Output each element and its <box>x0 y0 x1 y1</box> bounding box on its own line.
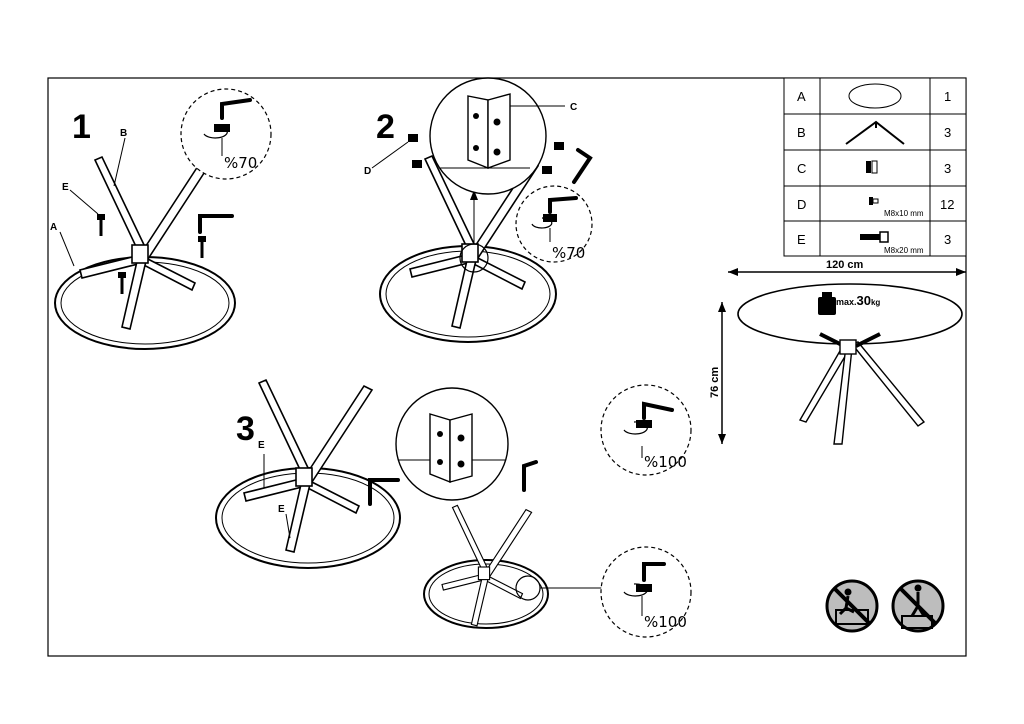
step-1-number: 1 <box>72 108 91 146</box>
short-screw-icon <box>869 197 879 205</box>
screw-d <box>408 134 564 174</box>
assembled-legs <box>798 332 926 445</box>
parts-row-a: A 1 <box>797 83 951 109</box>
parts-row-b: B 3 <box>797 120 951 145</box>
parts-row-c: C 3 <box>797 160 951 176</box>
svg-text:3: 3 <box>944 232 951 247</box>
callout-a: A <box>50 222 57 233</box>
tabletop-a <box>423 559 549 629</box>
svg-text:1: 1 <box>944 89 951 104</box>
bracket-icon <box>866 160 878 174</box>
svg-text:%100: %100 <box>644 613 687 631</box>
width-label: 120 cm <box>826 259 864 271</box>
allen-key-icon <box>368 478 400 506</box>
weight-icon <box>818 292 836 315</box>
svg-text:D: D <box>797 197 806 212</box>
step-3: 3 E E <box>215 379 604 629</box>
torque-detail-70-step1: %70 <box>180 88 272 180</box>
parts-row-e: E M8x20 mm 3 <box>797 231 951 255</box>
assembled-table: 120 cm 76 cm max.30kg <box>709 259 966 445</box>
svg-text:E: E <box>797 232 806 247</box>
callout-b: B <box>120 128 127 139</box>
svg-text:C: C <box>797 161 806 176</box>
torque-detail-100-a: %100 <box>600 384 692 476</box>
long-bolt-icon <box>860 231 889 243</box>
svg-text:3: 3 <box>944 161 951 176</box>
svg-text:M8x20 mm: M8x20 mm <box>884 246 924 255</box>
callout-d: D <box>364 166 371 177</box>
allen-key-icon <box>572 148 593 184</box>
torque-detail-70-step2: %70 <box>515 185 593 263</box>
step-2-number: 2 <box>376 108 395 146</box>
parts-table: A 1 B 3 C 3 D M8x10 mm 12 <box>783 77 967 257</box>
torque-detail-100-b: %100 <box>600 546 692 638</box>
parts-row-d: D M8x10 mm 12 <box>797 197 954 218</box>
allen-key-icon <box>522 460 538 492</box>
svg-text:3: 3 <box>944 125 951 140</box>
step-1: 1 A E B %70 <box>50 88 272 350</box>
allen-key-icon <box>198 214 234 234</box>
tabletop-a <box>737 283 963 345</box>
bracket-zoom <box>429 77 565 195</box>
svg-text:%100: %100 <box>644 453 687 471</box>
step-2: 2 D C <box>364 77 593 343</box>
page-frame <box>47 77 967 657</box>
leg-icon <box>845 120 905 145</box>
callout-e: E <box>258 440 265 451</box>
svg-text:12: 12 <box>940 197 954 212</box>
svg-text:M8x10 mm: M8x10 mm <box>884 209 924 218</box>
bolt-e <box>97 214 206 294</box>
svg-text:%70: %70 <box>224 154 257 172</box>
height-label: 76 cm <box>709 367 721 398</box>
bracket-zoom <box>395 387 509 501</box>
callout-c: C <box>570 102 577 113</box>
no-climbing-icon <box>891 579 945 633</box>
max-load-label: max.30kg <box>836 293 880 308</box>
callout-e: E <box>278 504 285 515</box>
svg-text:B: B <box>797 125 806 140</box>
no-standing-on-table-icon <box>825 579 879 633</box>
tabletop-icon <box>848 83 902 109</box>
svg-text:A: A <box>797 89 806 104</box>
svg-text:%70: %70 <box>552 244 585 262</box>
step-3-number: 3 <box>236 410 255 448</box>
callout-e: E <box>62 182 69 193</box>
